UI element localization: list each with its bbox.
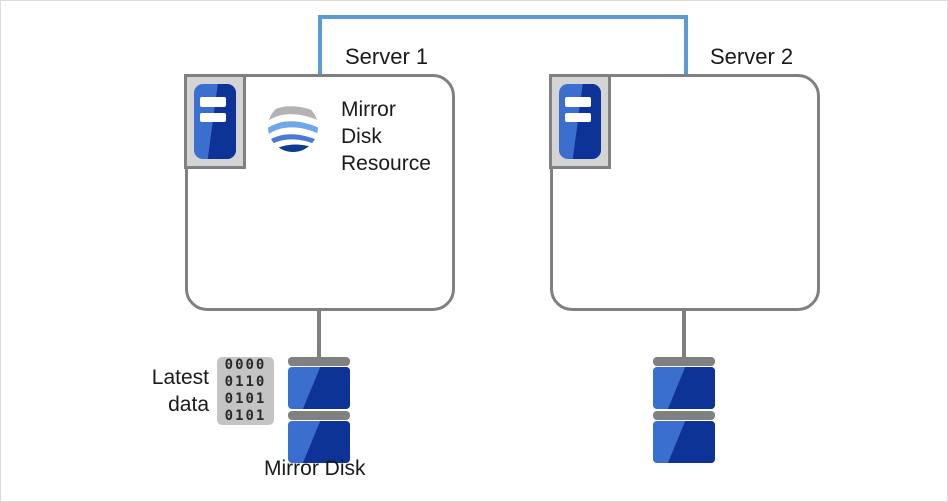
disk-shading bbox=[667, 421, 715, 463]
disk-shading bbox=[667, 367, 715, 409]
interconnect-left-segment bbox=[318, 15, 322, 75]
disk-platter-middle bbox=[288, 411, 350, 420]
data-row: 0101 bbox=[224, 391, 267, 407]
disk-platter-top bbox=[653, 357, 715, 366]
disk-platter-top bbox=[288, 357, 350, 366]
server-2-machine-icon bbox=[549, 74, 611, 169]
server-2-disk-connector bbox=[682, 311, 686, 359]
disk-shading bbox=[302, 367, 350, 409]
interconnect-horizontal-segment bbox=[318, 15, 688, 19]
mirror-disk-resource-globe-icon bbox=[267, 101, 319, 153]
server-2-disk-stack bbox=[653, 357, 715, 463]
mirror-disk-caption: Mirror Disk bbox=[264, 457, 366, 480]
server-1-disk-stack bbox=[288, 357, 350, 463]
server-slot-bar-1 bbox=[199, 96, 226, 107]
data-row: 0000 bbox=[224, 357, 267, 373]
disk-body-upper bbox=[288, 367, 350, 409]
server-slot-bar-2 bbox=[199, 112, 226, 123]
server-1-machine-icon bbox=[184, 74, 246, 169]
data-row: 0101 bbox=[224, 408, 267, 424]
disk-body-lower bbox=[653, 421, 715, 463]
latest-data-label: Latest data bbox=[151, 366, 209, 416]
server-slot-bar-2 bbox=[564, 112, 591, 123]
server-2-label: Server 2 bbox=[710, 44, 794, 69]
mirror-disk-resource-label: Mirror Disk Resource bbox=[341, 98, 431, 175]
server-1-disk-connector bbox=[317, 311, 321, 359]
server-chassis bbox=[194, 84, 236, 159]
interconnect-right-segment bbox=[684, 15, 688, 75]
latest-data-block: 0000 0110 0101 0101 bbox=[217, 357, 274, 425]
disk-body-lower bbox=[288, 421, 350, 463]
disk-body-upper bbox=[653, 367, 715, 409]
server-1-label: Server 1 bbox=[345, 44, 429, 69]
server-slot-bar-1 bbox=[564, 96, 591, 107]
server-chassis bbox=[559, 84, 601, 159]
disk-platter-middle bbox=[653, 411, 715, 420]
data-row: 0110 bbox=[224, 374, 267, 390]
